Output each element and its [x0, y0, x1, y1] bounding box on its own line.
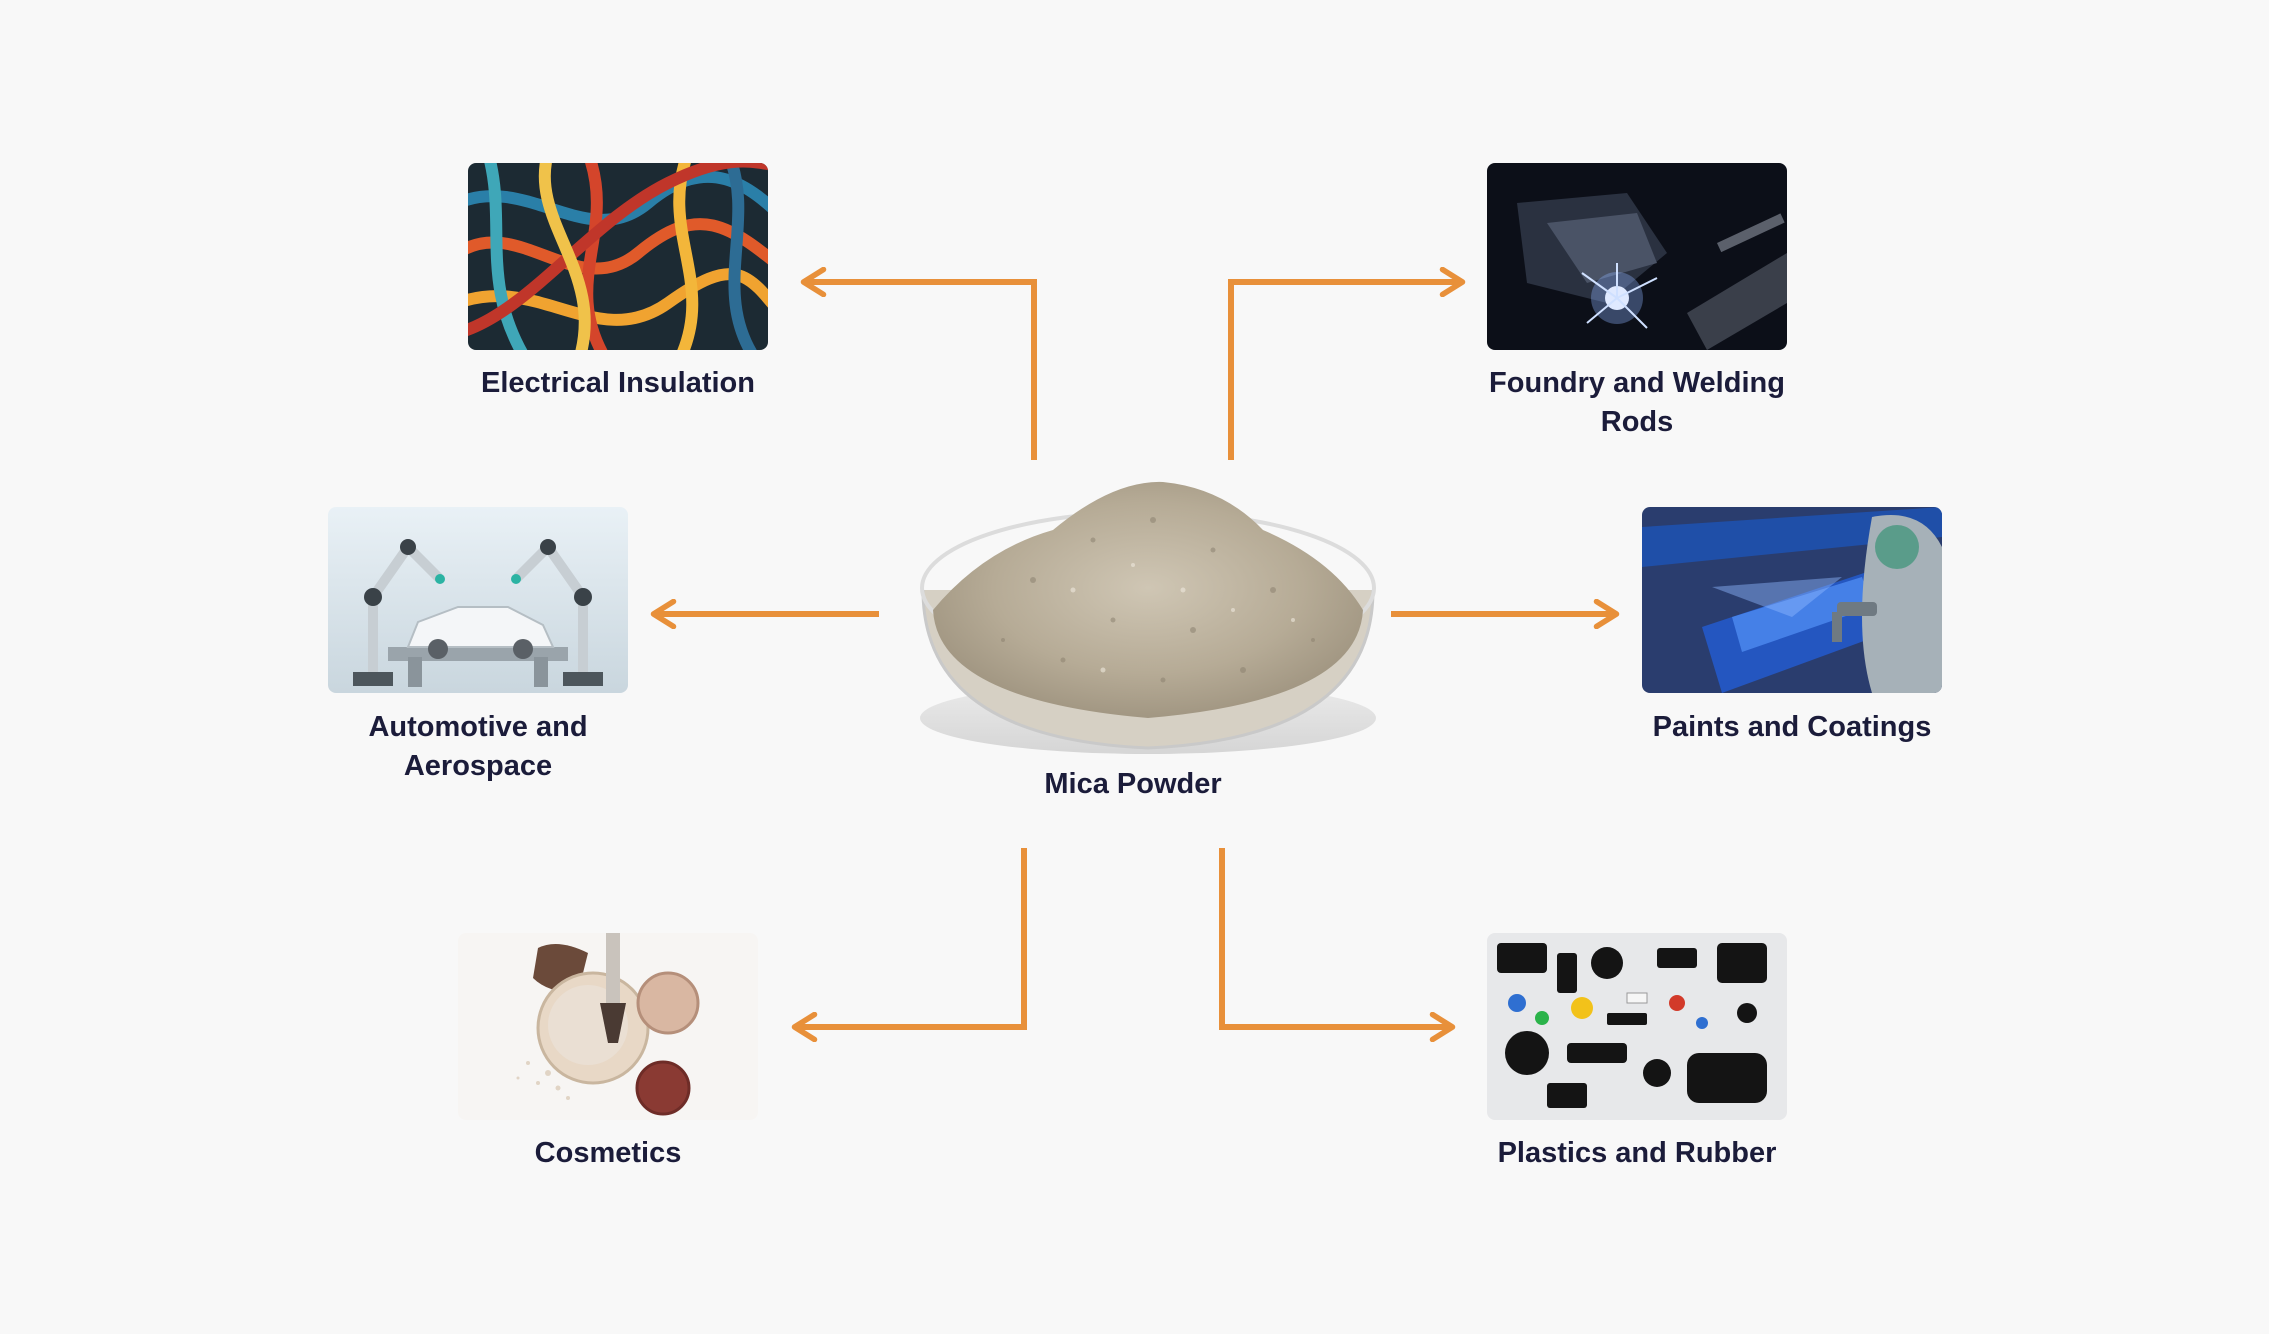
center-label: Mica Powder — [1044, 768, 1222, 800]
electrical-insulation-label: Electrical Insulation — [481, 367, 755, 399]
robot-arms-car-icon — [328, 507, 628, 693]
arrow-to-plastics-rubber — [1219, 848, 1450, 1027]
plastic-rubber-parts-icon — [1487, 933, 1787, 1120]
arrow-to-cosmetics — [797, 848, 1027, 1027]
cosmetics-image — [458, 933, 758, 1120]
automotive-aerospace-label: Automotive and Aerospace — [368, 711, 588, 782]
colored-wires-icon — [468, 163, 768, 350]
electrical-insulation-image — [468, 163, 768, 350]
makeup-powder-brush-icon — [458, 933, 758, 1120]
plastics-rubber-label: Plastics and Rubber — [1497, 1137, 1777, 1169]
welding-sparks-icon — [1487, 163, 1787, 350]
foundry-welding-label: Foundry and Welding Rods — [1489, 367, 1785, 438]
spray-gun-icon — [1642, 507, 1942, 693]
plastics-rubber-image — [1487, 933, 1787, 1120]
automotive-aerospace-image — [328, 507, 628, 693]
paints-coatings-label: Paints and Coatings — [1652, 711, 1932, 743]
arrow-to-electrical-insulation — [806, 282, 1037, 460]
arrow-to-foundry-welding — [1228, 282, 1460, 460]
cosmetics-label: Cosmetics — [534, 1137, 682, 1169]
paints-coatings-image — [1642, 507, 1942, 693]
foundry-welding-image — [1487, 163, 1787, 350]
mica-powder-dish-icon — [920, 481, 1376, 754]
